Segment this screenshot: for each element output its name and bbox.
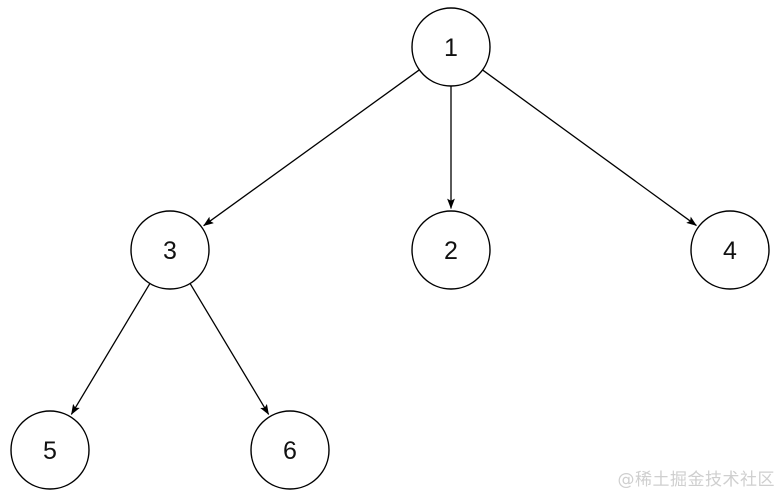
- node-circle-4: [690, 210, 770, 290]
- node-circle-2: [411, 210, 491, 290]
- node-circle-3: [130, 210, 210, 290]
- node-label-1: 1: [444, 34, 458, 62]
- node-label-2: 2: [444, 237, 458, 265]
- tree-node-1[interactable]: 1: [411, 7, 491, 87]
- watermark-text: @稀土掘金技术社区: [617, 470, 775, 490]
- edges-layer: [70, 69, 697, 415]
- tree-node-3[interactable]: 3: [130, 210, 210, 290]
- node-circle-5: [10, 410, 90, 490]
- node-label-4: 4: [723, 237, 737, 265]
- tree-node-4[interactable]: 4: [690, 210, 770, 290]
- node-label-5: 5: [43, 437, 57, 465]
- edge-3-to-6: [189, 283, 270, 415]
- tree-node-6[interactable]: 6: [250, 410, 330, 490]
- nodes-layer: 1 3 2 4 5 6: [10, 7, 770, 490]
- node-label-3: 3: [163, 237, 177, 265]
- node-circle-1: [411, 7, 491, 87]
- edge-1-to-3: [203, 69, 420, 227]
- tree-node-2[interactable]: 2: [411, 210, 491, 290]
- tree-node-5[interactable]: 5: [10, 410, 90, 490]
- edge-1-to-4: [482, 69, 697, 227]
- node-label-6: 6: [283, 437, 297, 465]
- node-circle-6: [250, 410, 330, 490]
- edge-3-to-5: [70, 283, 151, 415]
